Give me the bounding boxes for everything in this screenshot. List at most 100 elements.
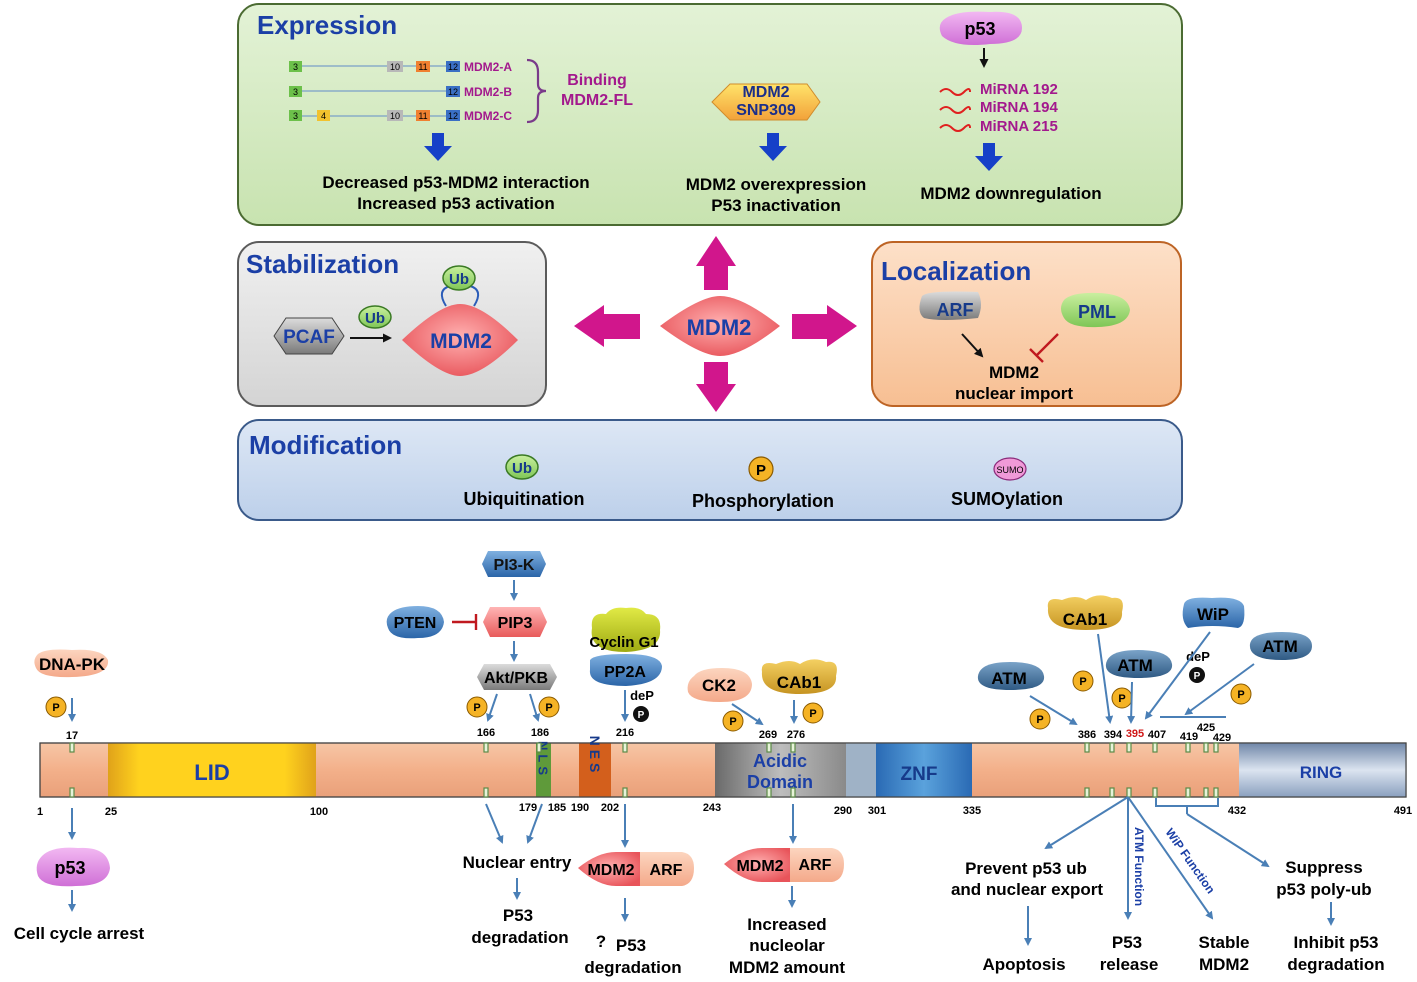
binding-label-1: Binding: [567, 72, 627, 89]
mod-ub-icon-label: Ub: [512, 460, 532, 477]
lid-label: LID: [194, 760, 229, 785]
dephospho-icon: [633, 706, 649, 722]
down-arrow-icon: [759, 133, 787, 161]
p-label: P: [52, 702, 59, 714]
pi3k-label: PI3-K: [494, 557, 535, 574]
p53-shape: [939, 11, 1022, 46]
phosphate-icon: [1230, 683, 1252, 705]
dnapk-label: DNA-PK: [39, 655, 106, 674]
nuclear-entry: Nuclear entry: [463, 853, 572, 872]
arf-shape: [640, 852, 694, 886]
acidic-label-2: Domain: [747, 772, 813, 792]
p-label: P: [1194, 671, 1201, 682]
p-label: P: [729, 716, 736, 728]
residue-label: 301: [868, 805, 886, 817]
znf-label: ZNF: [901, 764, 938, 785]
exon-12: [446, 61, 460, 72]
nes-label: NES: [587, 736, 603, 777]
exon-11: [416, 110, 430, 121]
pip3-label: PIP3: [498, 615, 533, 632]
arf-label: ARF: [937, 300, 974, 320]
residue-label: 100: [310, 806, 328, 818]
isoform-name: MDM2-B: [464, 85, 512, 99]
stabilization-title: Stabilization: [246, 249, 400, 279]
arf-label: ARF: [799, 857, 832, 874]
exon-label: 10: [390, 111, 400, 121]
isoform-name: MDM2-C: [464, 109, 512, 123]
p-label: P: [809, 708, 816, 720]
cyclin-g1-shape: [591, 607, 661, 652]
residue-label: 394: [1104, 729, 1123, 741]
residue-label: 290: [834, 805, 852, 817]
exon-3: [289, 61, 302, 72]
mod-sumo-icon-label: SUMO: [997, 465, 1024, 475]
phosphate-icon: [748, 456, 774, 482]
cab1-shape: [1047, 595, 1123, 630]
isoform-diagram: 3 10 11 12 MDM2-A 3 12 MDM2-B 3 4 10 11 …: [289, 58, 633, 124]
ub-icon: [505, 454, 539, 480]
center-mdm2-label: MDM2: [687, 315, 752, 340]
pten-label: PTEN: [394, 615, 437, 632]
exon-label: 12: [448, 111, 458, 121]
exon-12: [446, 110, 460, 121]
ub-label: Ub: [365, 310, 385, 327]
site-markers: [69, 742, 1219, 798]
exon-3: [289, 110, 302, 121]
p53-shape: [36, 847, 110, 887]
binding-label-2: MDM2-FL: [561, 92, 633, 109]
exon-12: [446, 86, 460, 97]
snp309-shape: [711, 83, 821, 121]
arf-label: ARF: [650, 862, 683, 879]
ub-label: Ub: [449, 271, 469, 288]
pml-shape: [1061, 292, 1130, 328]
p-label: P: [473, 702, 480, 714]
residue-label: 407: [1148, 729, 1166, 741]
residue-label: 1: [37, 806, 43, 818]
residue-label: 335: [963, 805, 981, 817]
residue-label: 269: [759, 729, 777, 741]
prevent-2: and nuclear export: [951, 880, 1103, 899]
znf-domain: [876, 743, 972, 797]
mirna-194: MiRNA 194: [980, 99, 1058, 116]
mdm2-shape: [724, 848, 790, 882]
suppress-1: Suppress: [1285, 858, 1362, 877]
exon-label: 4: [321, 111, 326, 121]
mod-phosphorylation: Phosphorylation: [692, 491, 834, 511]
dnapk-shape: [34, 649, 109, 678]
arf-shape: [919, 291, 981, 320]
snp309-label-2: SNP309: [736, 102, 796, 119]
residue-label: 17: [66, 730, 78, 742]
exon-10: [387, 110, 403, 121]
lid-domain: [108, 743, 316, 797]
phosphate-icon: [1072, 670, 1094, 692]
exon-label: 3: [293, 111, 298, 121]
residue-label: 395: [1126, 728, 1144, 740]
mdm2-label: MDM2: [736, 858, 783, 875]
pip3-shape: [483, 607, 547, 637]
acidic-label-1: Acidic: [753, 751, 807, 771]
bottom-residue-labels: 1 25 100 179 185 190 202 243 290 301 335…: [37, 802, 1412, 818]
atm-label: ATM: [991, 669, 1027, 688]
localization-result-2: nuclear import: [955, 384, 1073, 403]
inhibit-1: Inhibit p53: [1294, 933, 1379, 952]
residue-label: 185: [548, 802, 566, 814]
cell-cycle-arrest: Cell cycle arrest: [14, 924, 145, 943]
wip-shape: [1182, 597, 1245, 628]
p53-release-2: release: [1100, 955, 1159, 974]
p-label: P: [1079, 676, 1086, 688]
residue-label: 419: [1180, 731, 1198, 743]
exon-label: 11: [418, 62, 427, 72]
p53-degradation-1a: P53: [503, 906, 533, 925]
snp-result-2: P53 inactivation: [711, 196, 840, 215]
acidic-domain: [715, 743, 846, 797]
down-arrow-icon: [424, 133, 452, 161]
exon-label: 3: [293, 87, 298, 97]
residue-label: 276: [787, 729, 805, 741]
stab-mdm2-label: MDM2: [430, 330, 492, 353]
stable-2: MDM2: [1199, 955, 1249, 974]
ring-label: RING: [1300, 763, 1343, 782]
mdm2-protein-bar: [39, 742, 1407, 798]
p-label: P: [1237, 689, 1244, 701]
mdm2-shape: [578, 852, 640, 886]
